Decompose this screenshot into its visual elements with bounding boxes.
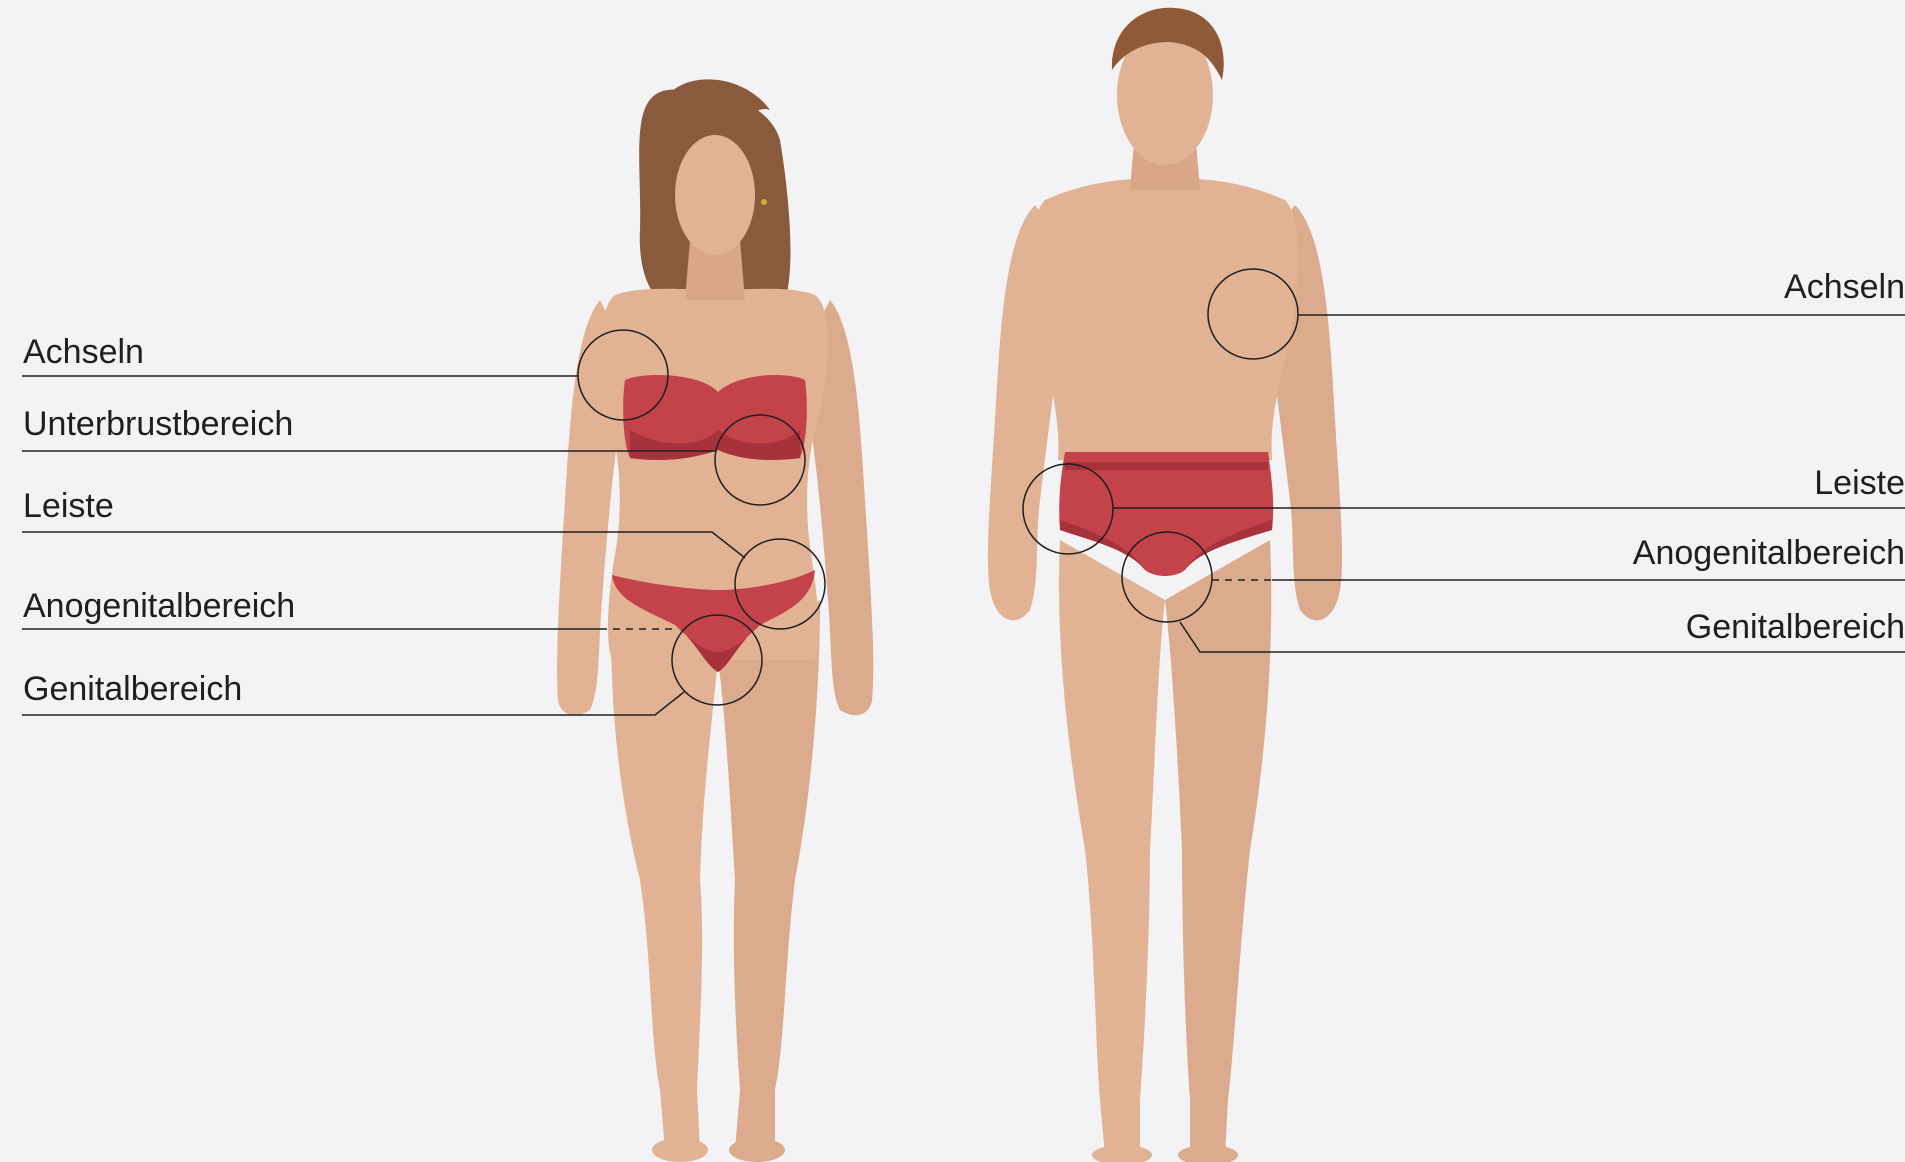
female-label-underbust: Unterbrustbereich (23, 407, 293, 441)
female-label-groin: Leiste (23, 489, 114, 523)
male-label-groin: Leiste (1814, 466, 1905, 500)
male-label-genital: Genitalbereich (1686, 610, 1905, 644)
male-label-anogenital: Anogenitalbereich (1633, 536, 1905, 570)
female-label-genital: Genitalbereich (23, 672, 242, 706)
male-label-axilla: Achseln (1784, 270, 1905, 304)
female-label-anogenital: Anogenitalbereich (23, 589, 295, 623)
male-figure (988, 8, 1342, 1162)
female-figure (557, 79, 873, 1162)
female-label-axilla: Achseln (23, 335, 144, 369)
